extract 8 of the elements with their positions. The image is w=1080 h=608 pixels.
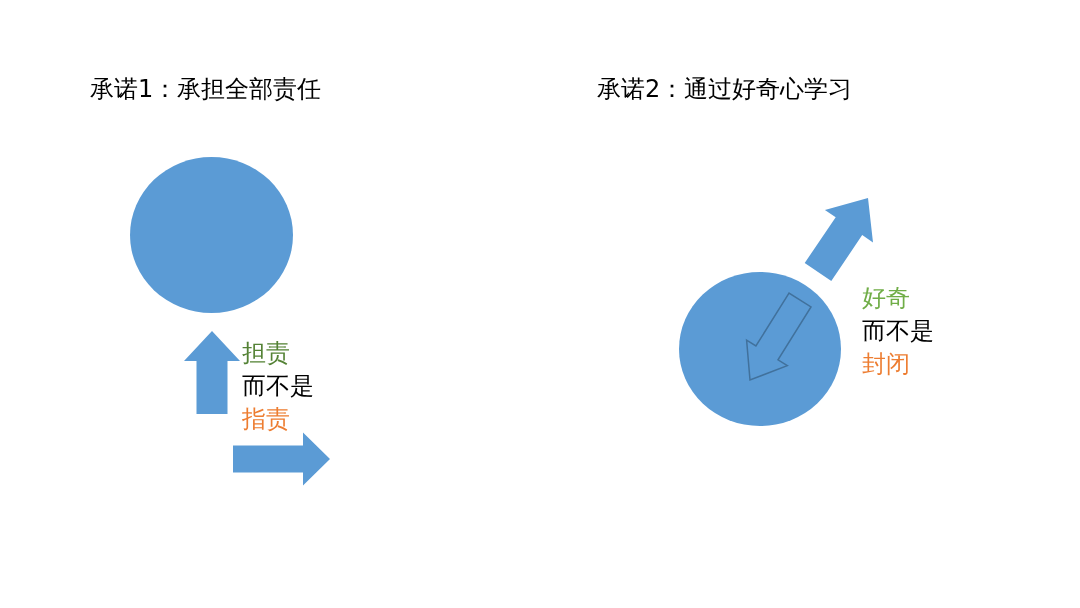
keyword-text: 指责: [242, 404, 290, 434]
keyword-text: 好奇: [862, 283, 910, 313]
connector-text: 而不是: [242, 371, 314, 401]
heading: 承诺2：通过好奇心学习: [597, 74, 853, 104]
keyword-text: 担责: [242, 338, 290, 368]
heading: 承诺1：承担全部责任: [90, 74, 322, 104]
keyword-text: 封闭: [862, 349, 910, 379]
connector-text: 而不是: [862, 316, 934, 346]
